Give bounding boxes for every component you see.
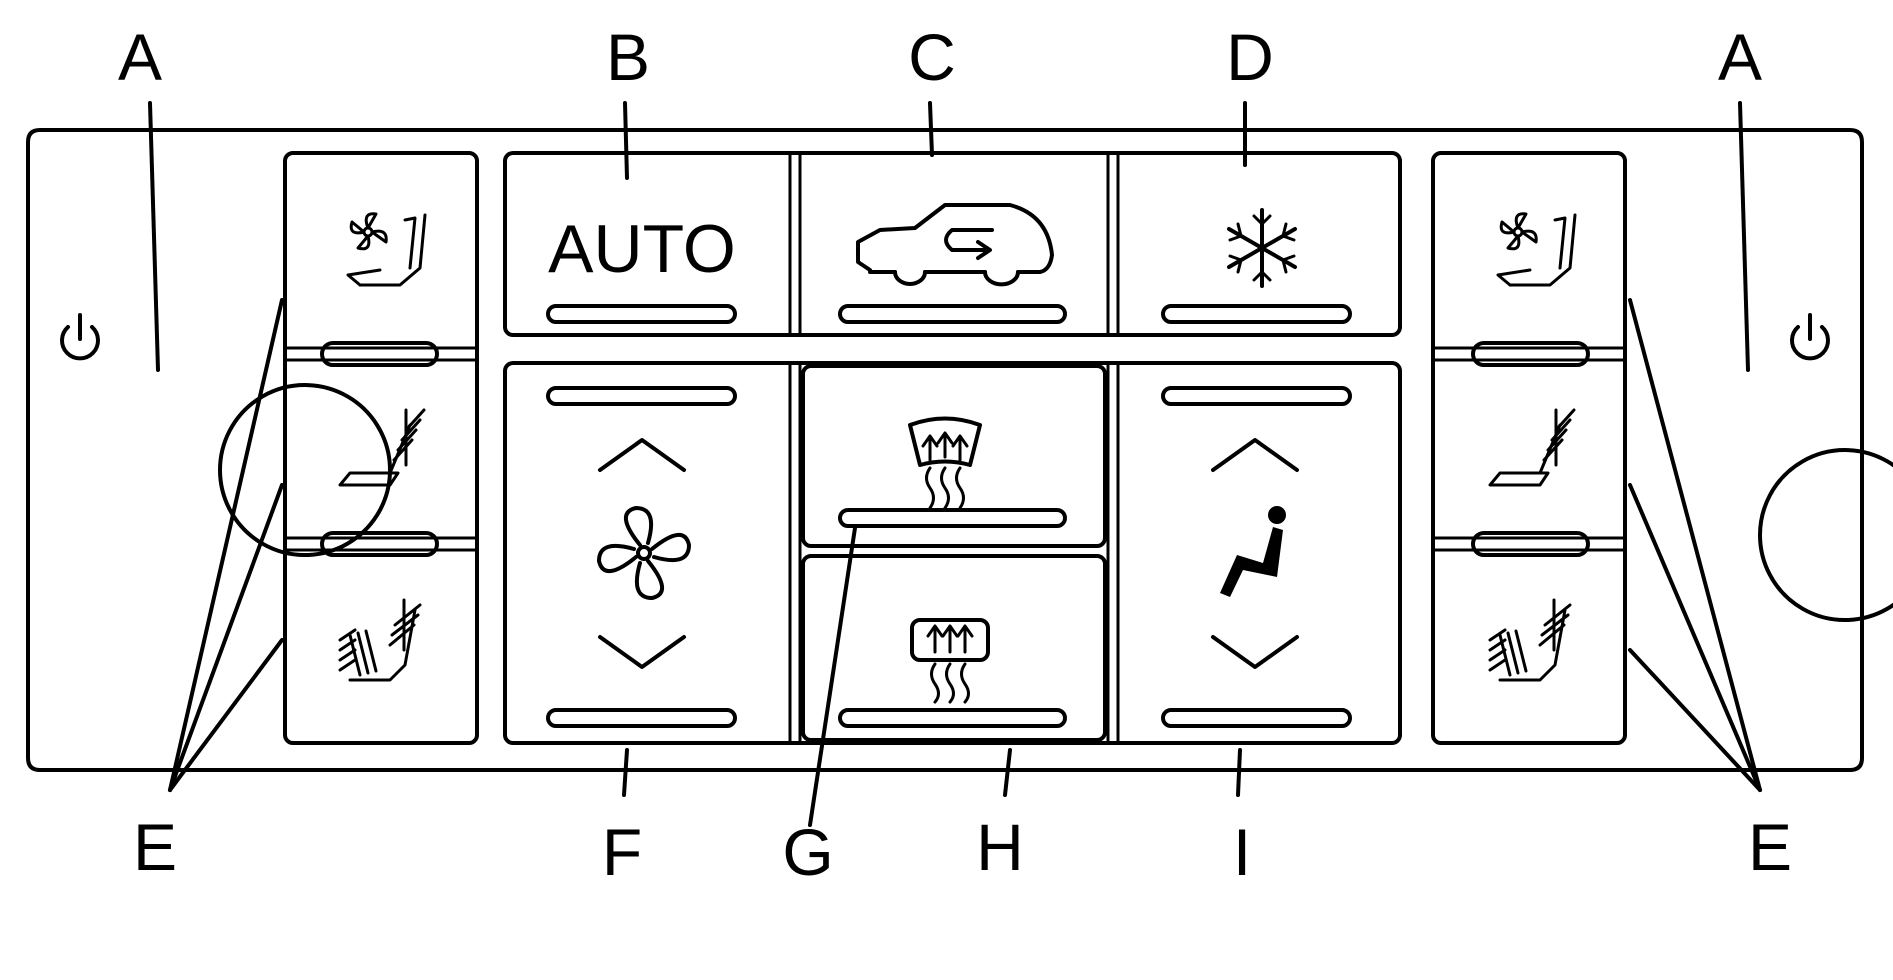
callout-f: F	[602, 815, 642, 889]
air-delivery-mode-icon	[1220, 506, 1286, 597]
air-conditioning-snowflake-icon	[1227, 208, 1297, 288]
callout-c: C	[908, 20, 956, 94]
callout-a-right: A	[1718, 20, 1762, 94]
ventilated-seat-icon[interactable]	[346, 212, 427, 287]
chevron-up-icon[interactable]	[598, 438, 686, 472]
chevron-up-icon[interactable]	[1211, 438, 1299, 472]
callout-e-left: E	[133, 810, 177, 884]
heated-seat-icon[interactable]	[1488, 598, 1572, 682]
fan-icon	[597, 506, 691, 600]
heated-seat-icon[interactable]	[338, 598, 422, 682]
air-mode-control[interactable]	[1161, 386, 1352, 728]
windshield-defrost-icon	[908, 416, 982, 510]
right-seat-button-column	[1431, 151, 1627, 745]
rear-defog-button[interactable]	[838, 618, 1067, 728]
fan-speed-control[interactable]	[546, 386, 737, 728]
callout-h: H	[976, 810, 1024, 884]
left-seat-button-column	[283, 151, 479, 745]
right-temperature-knob[interactable]	[1758, 448, 1893, 622]
callout-a-left: A	[118, 20, 162, 94]
recirculation-button[interactable]	[838, 203, 1067, 324]
callout-e-right: E	[1748, 810, 1792, 884]
center-top-row	[503, 151, 1402, 337]
air-recirculation-icon	[856, 203, 1054, 274]
panel-bezel	[26, 128, 1864, 772]
chevron-down-icon[interactable]	[1211, 635, 1299, 669]
power-icon[interactable]	[1790, 313, 1830, 361]
auto-button[interactable]: AUTO	[546, 211, 737, 324]
callout-d: D	[1226, 20, 1274, 94]
callout-g: G	[782, 815, 833, 889]
windshield-defrost-button[interactable]	[838, 416, 1067, 528]
ventilated-seat-icon[interactable]	[1496, 212, 1577, 287]
power-icon[interactable]	[60, 313, 100, 361]
heated-seatback-icon[interactable]	[338, 408, 426, 487]
left-temperature-knob[interactable]	[218, 383, 392, 557]
center-bottom-section	[503, 361, 1402, 745]
callout-b: B	[606, 20, 650, 94]
heated-seatback-icon[interactable]	[1488, 408, 1576, 487]
auto-label: AUTO	[548, 211, 736, 287]
rear-window-defog-icon	[910, 618, 990, 704]
callout-i: I	[1233, 815, 1251, 889]
chevron-down-icon[interactable]	[598, 635, 686, 669]
ac-button[interactable]	[1161, 208, 1352, 324]
callout-leaders	[148, 101, 1762, 827]
